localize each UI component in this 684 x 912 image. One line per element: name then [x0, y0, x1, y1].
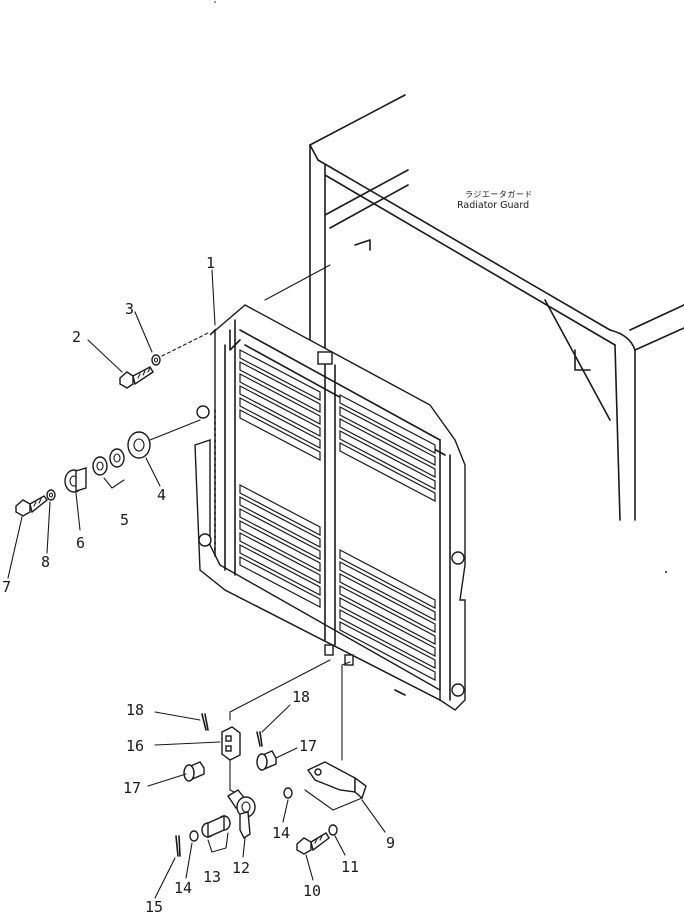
callout-9: 9 — [386, 834, 395, 852]
callout-18-left: 18 — [126, 701, 144, 719]
bolt-10-icon — [296, 832, 330, 855]
pin-17-right-icon — [256, 750, 277, 771]
washer-3-icon — [151, 354, 161, 366]
callout-15: 15 — [145, 898, 163, 912]
pin-17-left-icon — [183, 761, 205, 782]
grille-slats-left — [239, 349, 321, 608]
washer-11-icon — [328, 824, 338, 836]
callout-13: 13 — [203, 868, 221, 886]
callout-14-lower: 14 — [174, 879, 192, 897]
callout-leaders — [7, 269, 386, 899]
washer-14-lower-icon — [189, 830, 199, 842]
callout-5: 5 — [120, 511, 129, 529]
callout-6: 6 — [76, 534, 85, 552]
callout-17-right: 17 — [299, 737, 317, 755]
bracket-9-icon — [304, 761, 367, 811]
callout-8: 8 — [41, 553, 50, 571]
callout-14-upper: 14 — [272, 824, 290, 842]
grille-slats-right — [339, 394, 436, 681]
guard-caption-jp: ラジエータガード — [465, 189, 533, 199]
grille-bottom-fittings — [324, 644, 406, 696]
callout-3: 3 — [125, 300, 134, 318]
callout-7: 7 — [2, 578, 11, 596]
bolt-2-icon — [119, 366, 154, 389]
callout-17-left: 17 — [123, 779, 141, 797]
callout-18-right: 18 — [292, 688, 310, 706]
callout-4: 4 — [157, 486, 166, 504]
spacers-5-icon — [92, 448, 125, 489]
callout-16: 16 — [126, 737, 144, 755]
cotter-pin-18-left-icon — [201, 713, 209, 731]
callout-2: 2 — [72, 328, 81, 346]
collar-6-icon — [64, 467, 87, 493]
washer-14-upper-icon — [283, 787, 293, 799]
callout-12: 12 — [232, 859, 250, 877]
cotter-pin-18-right-icon — [256, 731, 263, 747]
guard-caption-en: Radiator Guard — [457, 200, 529, 211]
washer-8-icon — [46, 489, 56, 501]
callout-1: 1 — [206, 254, 215, 272]
bolt-7-icon — [15, 495, 48, 517]
callout-10: 10 — [303, 882, 321, 900]
cotter-pin-15-icon — [175, 835, 181, 857]
washer-4-icon — [127, 431, 151, 459]
latch-16-icon — [221, 726, 241, 761]
spacers-13-icon — [201, 814, 231, 853]
bracket-12-icon — [227, 789, 256, 840]
radiator-guard-frame — [264, 94, 684, 521]
callout-11: 11 — [341, 858, 359, 876]
